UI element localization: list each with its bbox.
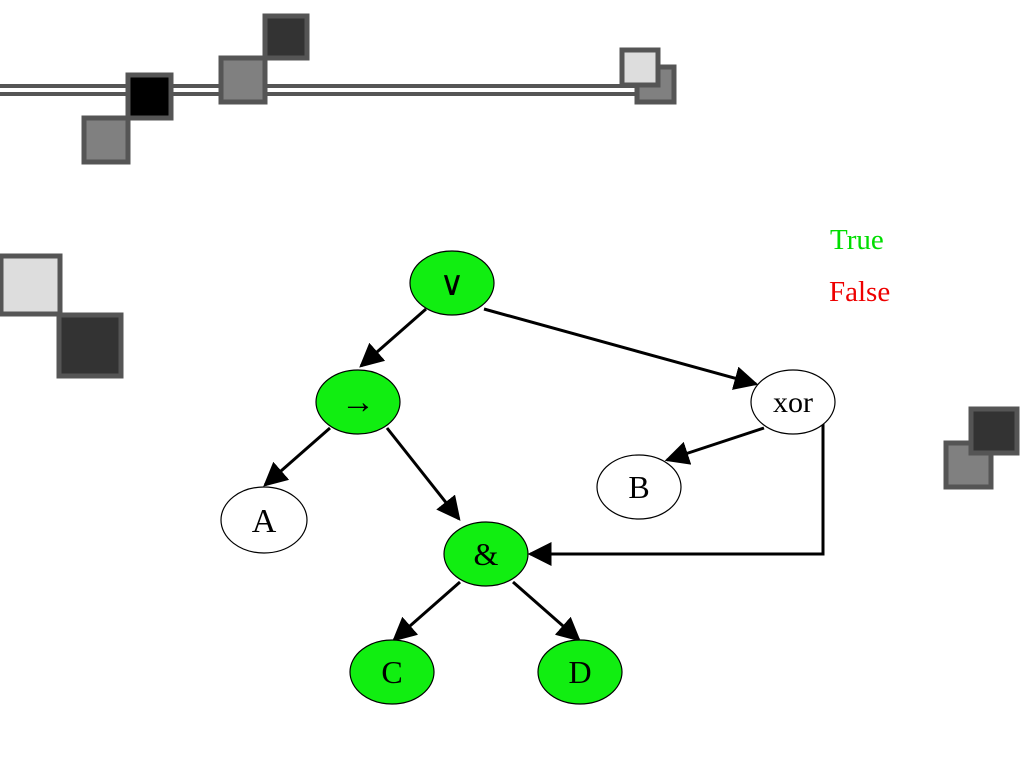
node-implies-label: →: [341, 384, 375, 421]
deco-square-black: [125, 72, 174, 121]
node-xor-label: xor: [773, 386, 813, 419]
edge-xor-to-b: [664, 426, 765, 465]
node-a-label: A: [252, 503, 277, 540]
deco-square-mid: [218, 55, 268, 105]
node-c-label: C: [381, 654, 402, 690]
edge-xor-to-and: [527, 424, 825, 566]
node-and-shape: [443, 521, 529, 587]
node-a: A: [220, 486, 308, 554]
deco-square-dark-3: [968, 406, 1020, 456]
deco-square-light: [619, 47, 661, 88]
node-or: ∨: [409, 250, 495, 316]
edge-implies-to-and: [385, 427, 461, 521]
node-b-label: B: [628, 469, 649, 505]
node-d: D: [537, 639, 623, 705]
legend-true-label: True: [830, 224, 884, 256]
legend-false-label: False: [829, 276, 891, 308]
deco-square-light-2: [0, 253, 63, 317]
edge-and-to-d: [512, 580, 581, 642]
decorative-right-squares: [943, 406, 1020, 490]
node-xor-shape: [750, 369, 836, 435]
node-b-shape: [596, 454, 682, 520]
deco-square-dark: [262, 13, 310, 61]
node-or-shape: [409, 250, 495, 316]
node-and: &: [443, 521, 529, 587]
edge-or-to-xor: [483, 307, 759, 390]
node-implies-shape: [315, 369, 401, 435]
node-d-shape: [537, 639, 623, 705]
edge-implies-to-a: [263, 426, 331, 487]
deco-square-mid-2: [81, 115, 131, 165]
tree-edges: [263, 307, 825, 642]
node-a-shape: [220, 486, 308, 554]
node-xor: xor: [750, 369, 836, 435]
decorative-top-bar: [0, 13, 677, 165]
node-and-label: &: [474, 536, 499, 572]
decorative-left-squares: [0, 253, 124, 379]
edge-and-to-c: [392, 580, 461, 642]
edge-or-to-implies: [359, 307, 427, 368]
node-implies: →: [315, 369, 401, 435]
node-c: C: [349, 639, 435, 705]
node-d-label: D: [568, 654, 591, 690]
node-b: B: [596, 454, 682, 520]
node-c-shape: [349, 639, 435, 705]
node-or-label: ∨: [440, 266, 465, 303]
deco-square-dark-2: [56, 312, 124, 379]
